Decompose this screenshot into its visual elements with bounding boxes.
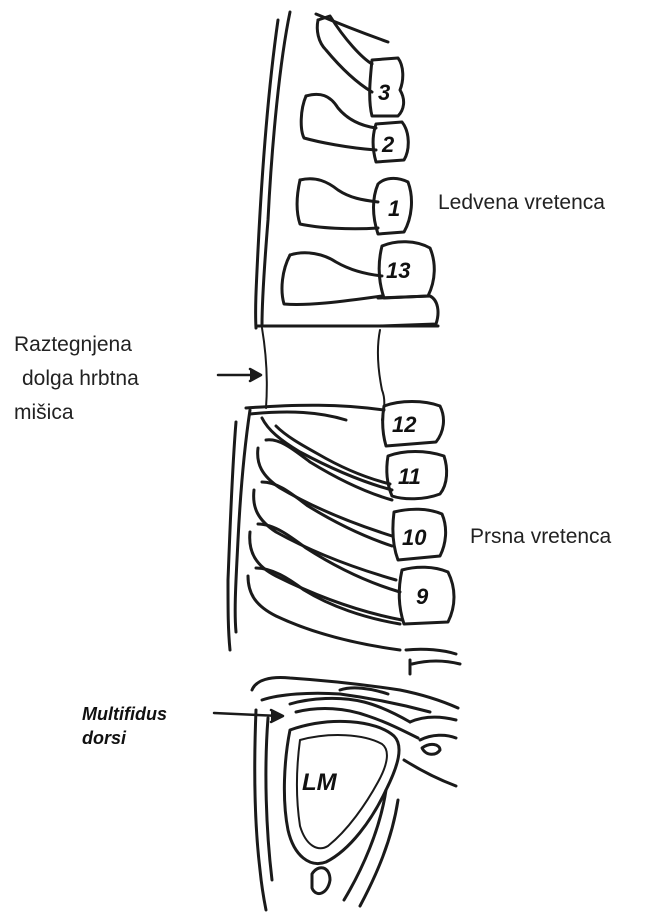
vertebra-label-l2: 2 <box>381 132 395 157</box>
arrow-stretched-muscle <box>218 369 261 381</box>
vertebra-label-t11: 11 <box>398 464 421 489</box>
stretched-muscle-label-line-1: Raztegnjena <box>14 330 132 359</box>
lumbar-section <box>256 12 438 328</box>
arrow-multifidus <box>214 710 283 722</box>
lm-label: LM <box>302 769 338 796</box>
vertebra-label-l3: 3 <box>378 80 390 105</box>
stretched-muscle-label-line-3: mišica <box>14 398 74 427</box>
cross-section <box>252 678 458 911</box>
vertebra-label-t12: 12 <box>392 412 417 437</box>
vertebra-label-l1: 1 <box>388 196 400 221</box>
vertebra-label-t9: 9 <box>416 584 429 609</box>
thoracic-vertebrae-label: Prsna vretenca <box>470 522 611 551</box>
vertebra-label-t13: 13 <box>386 258 410 283</box>
multifidus-label-line-2: dorsi <box>82 726 126 750</box>
multifidus-label-line-1: Multifidus <box>82 702 167 726</box>
lumbar-vertebrae-label: Ledvena vretenca <box>438 188 605 217</box>
stretched-muscle-label-line-2: dolga hrbtna <box>22 364 139 393</box>
vertebra-label-t10: 10 <box>402 525 427 550</box>
